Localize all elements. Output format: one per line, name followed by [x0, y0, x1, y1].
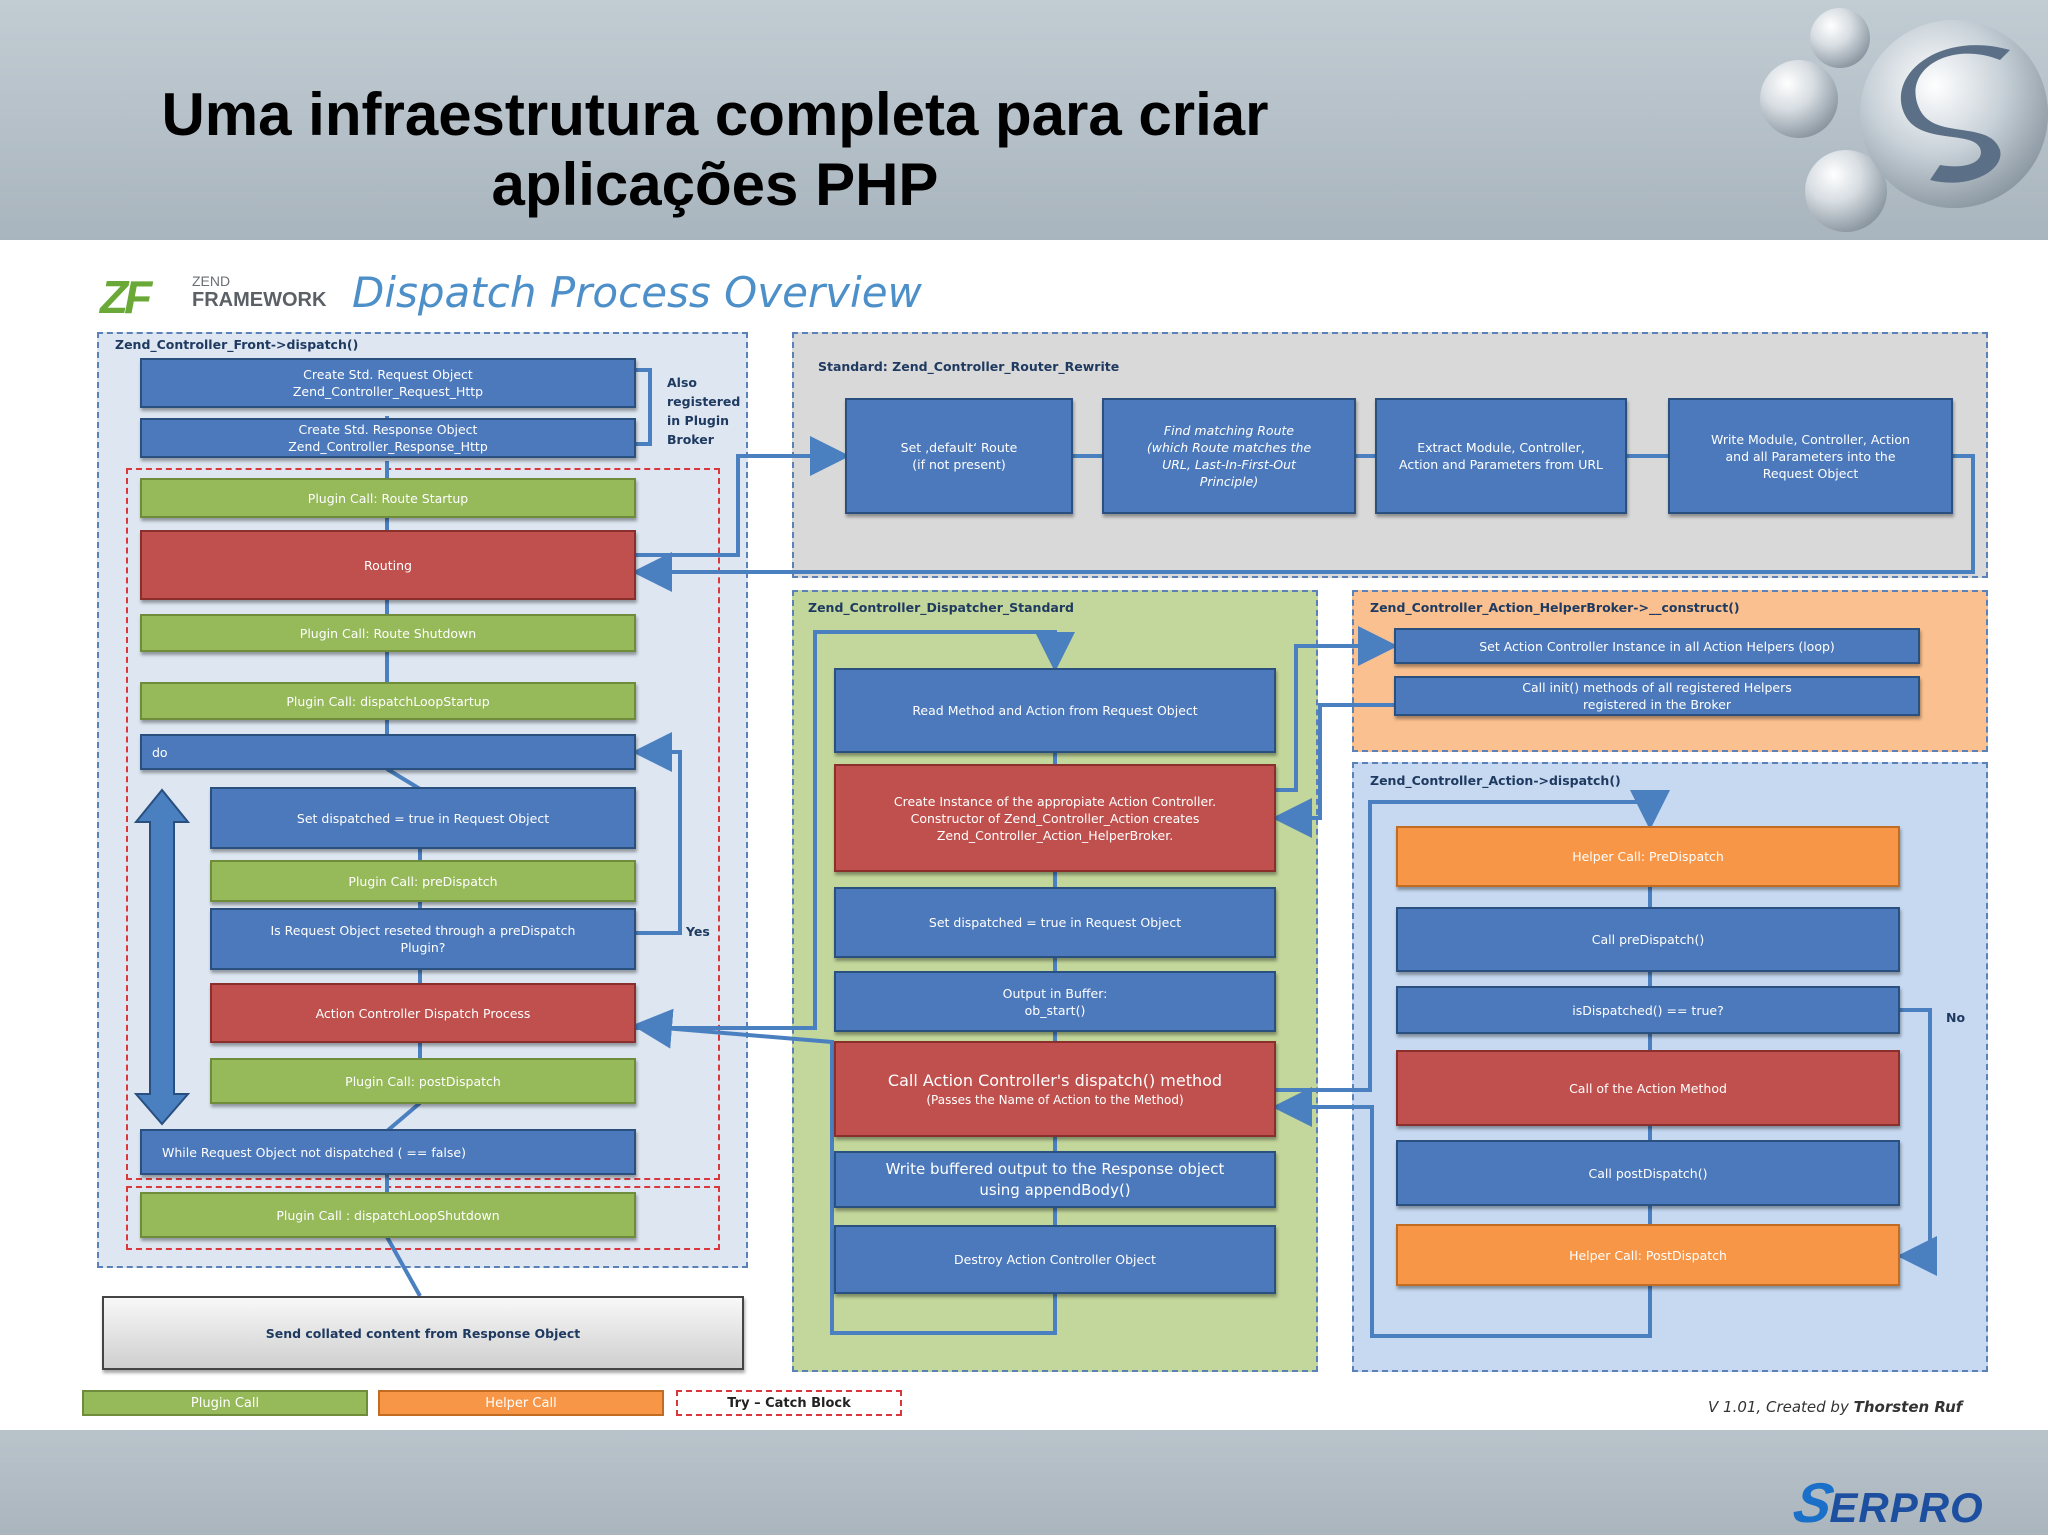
post-dispatch-box: Plugin Call: postDispatch: [210, 1058, 636, 1104]
set-instance-helpers-box: Set Action Controller Instance in all Ac…: [1394, 628, 1920, 664]
create-response-box: Create Std. Response Object Zend_Control…: [140, 418, 636, 458]
write-buffered-box: Write buffered output to the Response ob…: [834, 1151, 1276, 1208]
yes-label: Yes: [686, 924, 710, 939]
find-matching-route-box: Find matching Route (which Route matches…: [1102, 398, 1356, 514]
serpro-wordmark: ERPRO: [1829, 1484, 1984, 1531]
helper-broker-panel-label: Zend_Controller_Action_HelperBroker->__c…: [1370, 600, 1740, 615]
output-buffer-box: Output in Buffer: ob_start(): [834, 971, 1276, 1032]
front-panel-label: Zend_Controller_Front->dispatch(): [115, 337, 359, 352]
legend-helper-call: Helper Call: [378, 1390, 664, 1416]
credit-line: V 1.01, Created by Thorsten Ruf: [1708, 1398, 1962, 1416]
zf-mark: ZF: [100, 271, 152, 323]
router-panel-label: Standard: Zend_Controller_Router_Rewrite: [818, 359, 1120, 374]
slide-footer: [0, 1430, 2048, 1535]
call-dispatch-title: Call Action Controller's dispatch() meth…: [887, 1070, 1223, 1090]
destroy-box: Destroy Action Controller Object: [834, 1225, 1276, 1294]
dispatch-loop-shutdown-box: Plugin Call : dispatchLoopShutdown: [140, 1192, 636, 1238]
extract-module-box: Extract Module, Controller, Action and P…: [1375, 398, 1627, 514]
credit-prefix: V 1.01, Created by: [1708, 1398, 1849, 1416]
zend-framework-logo: ZF ZEND FRAMEWORK: [100, 270, 326, 324]
helper-postdispatch-box: Helper Call: PostDispatch: [1396, 1224, 1900, 1286]
serpro-swoosh-icon: [1900, 45, 2010, 183]
credit-author: Thorsten Ruf: [1853, 1398, 1963, 1416]
slide-title-line1: Uma infraestrutura completa para criar: [161, 81, 1269, 148]
dispatcher-set-dispatched-box: Set dispatched = true in Request Object: [834, 887, 1276, 958]
zf-wordmark: ZEND FRAMEWORK: [192, 272, 352, 311]
call-predispatch-box: Call preDispatch(): [1396, 907, 1900, 972]
write-module-box: Write Module, Controller, Action and all…: [1668, 398, 1953, 514]
pre-dispatch-box: Plugin Call: preDispatch: [210, 860, 636, 902]
diagram-title: Dispatch Process Overview: [352, 268, 922, 317]
send-content-box: Send collated content from Response Obje…: [102, 1296, 744, 1370]
create-request-box: Create Std. Request Object Zend_Controll…: [140, 358, 636, 408]
no-label: No: [1946, 1010, 1966, 1025]
do-box: do: [140, 734, 636, 770]
set-dispatched-box: Set dispatched = true in Request Object: [210, 787, 636, 849]
zf-word-zend: ZEND: [192, 273, 231, 289]
read-method-box: Read Method and Action from Request Obje…: [834, 668, 1276, 753]
set-default-route-box: Set ‚default‘ Route (if not present): [845, 398, 1073, 514]
also-registered-note: Also registered in Plugin Broker: [667, 375, 741, 447]
create-instance-box: Create Instance of the appropiate Action…: [834, 764, 1276, 872]
call-dispatch-subtitle: (Passes the Name of Action to the Method…: [926, 1092, 1184, 1107]
routing-box: Routing: [140, 530, 636, 600]
call-postdispatch-box: Call postDispatch(): [1396, 1140, 1900, 1206]
while-box: While Request Object not dispatched ( ==…: [140, 1129, 636, 1175]
legend-try-catch: Try – Catch Block: [676, 1390, 902, 1416]
dispatch-loop-startup-box: Plugin Call: dispatchLoopStartup: [140, 682, 636, 720]
legend-plugin-call: Plugin Call: [82, 1390, 368, 1416]
dispatcher-panel-label: Zend_Controller_Dispatcher_Standard: [808, 600, 1074, 615]
slide-header: Uma infraestrutura completa para criar a…: [0, 0, 2048, 240]
action-dispatch-panel-label: Zend_Controller_Action->dispatch(): [1370, 773, 1621, 788]
serpro-logo: SERPRO: [1788, 1470, 1984, 1535]
route-shutdown-box: Plugin Call: Route Shutdown: [140, 614, 636, 652]
route-startup-box: Plugin Call: Route Startup: [140, 478, 636, 518]
call-action-method-box: Call of the Action Method: [1396, 1050, 1900, 1126]
slide-title: Uma infraestrutura completa para criar a…: [100, 80, 1330, 220]
zf-word-framework: FRAMEWORK: [192, 289, 327, 311]
call-dispatch-box: Call Action Controller's dispatch() meth…: [834, 1041, 1276, 1137]
call-init-box: Call init() methods of all registered He…: [1394, 676, 1920, 716]
helper-broker-panel: [1352, 590, 1988, 752]
is-dispatched-box: isDispatched() == true?: [1396, 986, 1900, 1034]
slide-title-line2: aplicações PHP: [491, 151, 939, 218]
action-controller-dispatch-box: Action Controller Dispatch Process: [210, 983, 636, 1043]
is-reseted-box: Is Request Object reseted through a preD…: [210, 908, 636, 970]
helper-predispatch-box: Helper Call: PreDispatch: [1396, 826, 1900, 887]
